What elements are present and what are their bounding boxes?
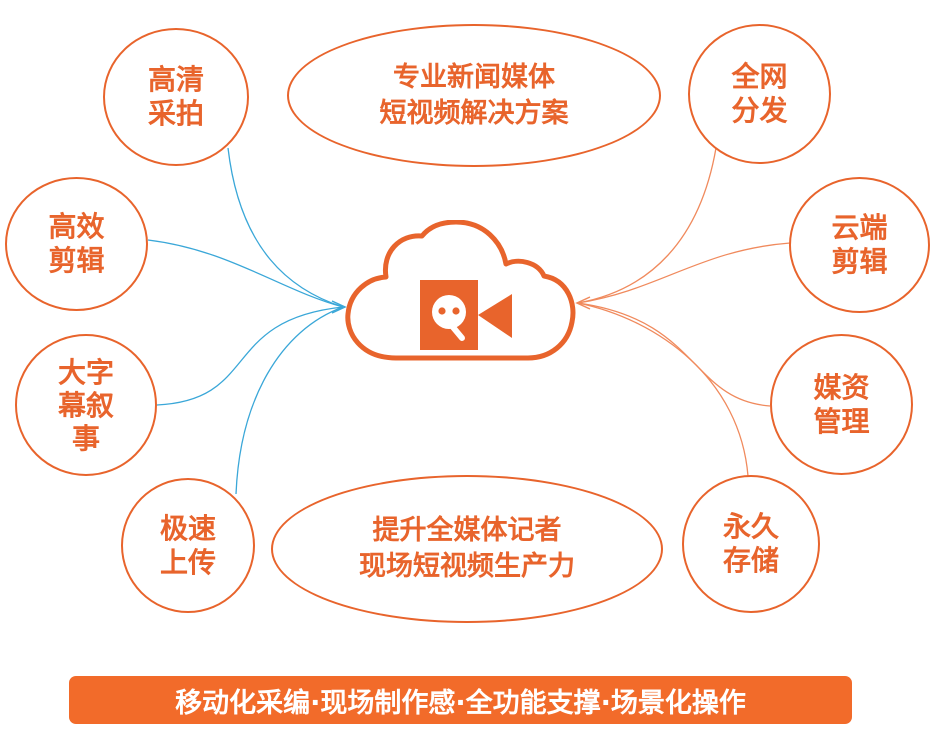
node-label-line2: 上传	[159, 545, 216, 579]
node-label-line2: 存储	[722, 544, 779, 577]
node-full-network-distribution: 全网 分发	[688, 24, 831, 164]
node-media-asset-management: 媒资 管理	[770, 334, 913, 475]
cloud-icon	[345, 220, 576, 361]
node-label-line1: 大字	[57, 355, 114, 389]
node-high-def-capture: 高清 采拍	[103, 28, 249, 166]
node-label-line1: 高清	[147, 63, 204, 96]
top-oval: 专业新闻媒体 短视频解决方案	[287, 24, 661, 167]
node-label-line1: 永久	[722, 510, 779, 543]
arrowhead-right	[575, 296, 591, 310]
connector-left-1	[227, 147, 344, 308]
top-oval-line1: 专业新闻媒体	[393, 61, 555, 93]
feature-banner: 移动化采编·现场制作感·全功能支撑·场景化操作	[69, 676, 852, 724]
node-label-line2: 管理	[813, 404, 870, 438]
node-label-line1: 高效	[48, 210, 105, 243]
connector-left-2	[147, 239, 344, 308]
node-label-line1: 全网	[731, 60, 788, 93]
connector-right-1	[577, 147, 717, 304]
node-efficient-editing: 高效 剪辑	[5, 177, 148, 311]
node-caption-narrative: 大字 幕叙 事	[15, 334, 157, 476]
bottom-oval-line2: 现场短视频生产力	[359, 551, 575, 582]
top-oval-line2: 短视频解决方案	[379, 97, 569, 129]
node-label-line1: 极速	[159, 511, 216, 545]
node-label-line1: 云端	[831, 211, 888, 244]
bottom-oval: 提升全媒体记者 现场短视频生产力	[271, 475, 663, 623]
bottom-oval-line1: 提升全媒体记者	[372, 515, 562, 546]
node-label-line2: 分发	[731, 94, 788, 127]
node-label-line2: 幕叙	[57, 388, 114, 422]
node-label-line3: 事	[71, 421, 100, 455]
feature-banner-text: 移动化采编·现场制作感·全功能支撑·场景化操作	[175, 687, 746, 719]
connector-right-3	[577, 302, 771, 407]
node-fast-upload: 极速 上传	[121, 478, 255, 613]
node-label-line2: 剪辑	[831, 245, 888, 278]
arrowhead-left	[331, 300, 347, 314]
node-label-line2: 剪辑	[48, 244, 105, 277]
node-cloud-editing: 云端 剪辑	[789, 177, 930, 313]
node-permanent-storage: 永久 存储	[682, 475, 820, 613]
connector-left-4	[235, 306, 344, 495]
node-label-line2: 采拍	[147, 97, 204, 130]
connector-right-4	[577, 302, 749, 477]
connector-left-3	[156, 306, 344, 406]
node-label-line1: 媒资	[813, 370, 870, 404]
connector-right-2	[577, 242, 791, 304]
video-camera-q-icon	[420, 280, 512, 350]
